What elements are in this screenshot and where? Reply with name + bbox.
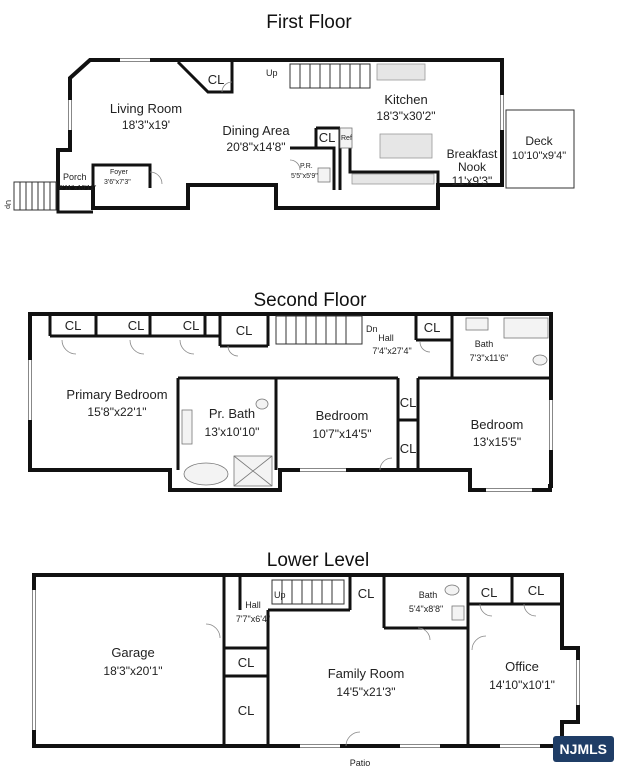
lower-bath-dim: 5'4"x8'8": [409, 604, 443, 614]
primary-toilet: [255, 398, 269, 410]
refrigerator: [339, 127, 353, 149]
powder-room-dim: 5'5"x5'9": [291, 173, 318, 180]
closet-label-2f-1: CL: [65, 318, 82, 333]
primary-tub: [183, 462, 229, 486]
foyer-dim: 3'6"x7'3": [104, 179, 131, 186]
closet-label-ll-3: CL: [528, 583, 545, 598]
dining-area-dim: 20'8"x14'8": [226, 140, 285, 154]
closet-label-2f-2: CL: [128, 318, 145, 333]
fireplace-wall: [176, 60, 234, 94]
lower-level-title: Lower Level: [267, 550, 369, 571]
closet-walls-first: [314, 126, 340, 148]
first-floor-title: First Floor: [266, 12, 352, 33]
bedroom-2-name: Bedroom: [471, 417, 524, 432]
second-floor-stairs: Dn: [275, 315, 378, 345]
lower-bath-name: Bath: [419, 590, 438, 600]
porch-name: Porch: [63, 172, 87, 182]
first-floor-closet-label-2: CL: [319, 130, 336, 145]
second-bath-dim: 7'3"x11'6": [470, 353, 509, 363]
dining-area-name: Dining Area: [222, 123, 290, 138]
kitchen-name: Kitchen: [384, 92, 427, 107]
lower-toilet: [444, 584, 460, 596]
deck-dim: 10'10"x9'4": [512, 150, 566, 162]
lower-hall-dim: 7'7"x6'4": [236, 614, 270, 624]
ref-label: Ref: [341, 135, 352, 142]
closet-label-2f-3: CL: [183, 318, 200, 333]
porch-stairs: Up: [4, 181, 57, 211]
office-name: Office: [505, 659, 539, 674]
first-floor: First Floor Up: [4, 12, 575, 214]
patio-label: Patio: [350, 758, 371, 768]
lower-stair-label: Up: [274, 590, 286, 600]
second-bath-name: Bath: [475, 339, 494, 349]
breakfast-nook-dim: 11'x9'3": [452, 174, 493, 188]
porch-stair-label: Up: [4, 200, 11, 209]
kitchen-counter-top: [376, 63, 426, 81]
porch-walls: [56, 188, 93, 214]
primary-bath-dim: 13'x10'10": [205, 425, 260, 439]
closet-label-ll-2: CL: [481, 585, 498, 600]
closet-label-ll-4: CL: [238, 655, 255, 670]
family-room-dim: 14'5"x21'3": [336, 685, 395, 699]
second-hall-name: Hall: [378, 333, 394, 343]
closet-label-ll-5: CL: [238, 703, 255, 718]
second-floor-title: Second Floor: [253, 290, 367, 311]
living-room-dim: 18'3"x19': [122, 118, 170, 132]
lower-level-outline: [32, 573, 580, 748]
kitchen-counter-bottom: [351, 173, 435, 185]
second-floor-closet-row: [48, 314, 270, 348]
sink-2f: [465, 317, 489, 331]
lower-level-interior-walls: [222, 575, 562, 746]
bedroom-1-name: Bedroom: [316, 408, 369, 423]
deck-name: Deck: [525, 134, 553, 148]
primary-bath-name: Pr. Bath: [209, 406, 255, 421]
njmls-watermark: NJMLS: [552, 736, 614, 762]
powder-room-name: P.R.: [300, 163, 313, 170]
foyer-name: Foyer: [110, 169, 129, 176]
first-floor-stairs: Up: [266, 63, 371, 89]
garage-dim: 18'3"x20'1": [103, 664, 162, 678]
lower-level-stairs: Up: [271, 579, 345, 605]
closet-label-2f-4: CL: [236, 323, 253, 338]
pr-toilet: [317, 167, 331, 183]
first-floor-stair-label: Up: [266, 68, 278, 78]
kitchen-partition: [348, 128, 440, 185]
primary-bedroom-dim: 15'8"x22'1": [87, 405, 146, 419]
first-floor-outline: [56, 58, 504, 210]
living-room-name: Living Room: [110, 101, 182, 116]
lower-hall-name: Hall: [245, 600, 261, 610]
bedroom-1-dim: 10'7"x14'5": [312, 427, 371, 441]
second-floor: Second Floor Dn: [28, 290, 553, 492]
toilet-2f: [532, 354, 548, 366]
breakfast-nook-name-2: Nook: [458, 160, 487, 174]
closet-label-ll-1: CL: [358, 586, 375, 601]
office-dim: 14'10"x10'1": [489, 678, 555, 692]
lower-level: Lower Level Up CL CL CL CL CL Garage: [32, 550, 580, 768]
second-hall-dim: 7'4"x27'4": [372, 346, 411, 356]
second-floor-outline: [28, 312, 553, 492]
bathtub-2f: [503, 317, 549, 339]
deck-outline: [505, 109, 575, 189]
first-floor-closet-label: CL: [208, 72, 225, 87]
closet-label-2f-5: CL: [424, 320, 441, 335]
kitchen-dim: 18'3"x30'2": [376, 109, 435, 123]
foyer-walls: [91, 163, 152, 188]
primary-bedroom-name: Primary Bedroom: [66, 387, 167, 402]
bedroom-2-dim: 13'x15'5": [473, 435, 521, 449]
closet-label-2f-7: CL: [400, 441, 417, 456]
closet-label-2f-6: CL: [400, 395, 417, 410]
lower-sink: [451, 605, 465, 621]
porch-dim: 8'11"x10'11": [59, 185, 97, 192]
kitchen-island: [379, 133, 433, 159]
second-floor-stair-label: Dn: [366, 324, 378, 334]
breakfast-nook-name-1: Breakfast: [447, 147, 498, 161]
second-floor-interior-walls: [176, 314, 551, 470]
garage-name: Garage: [111, 645, 154, 660]
family-room-name: Family Room: [328, 666, 405, 681]
primary-vanity: [181, 409, 193, 445]
